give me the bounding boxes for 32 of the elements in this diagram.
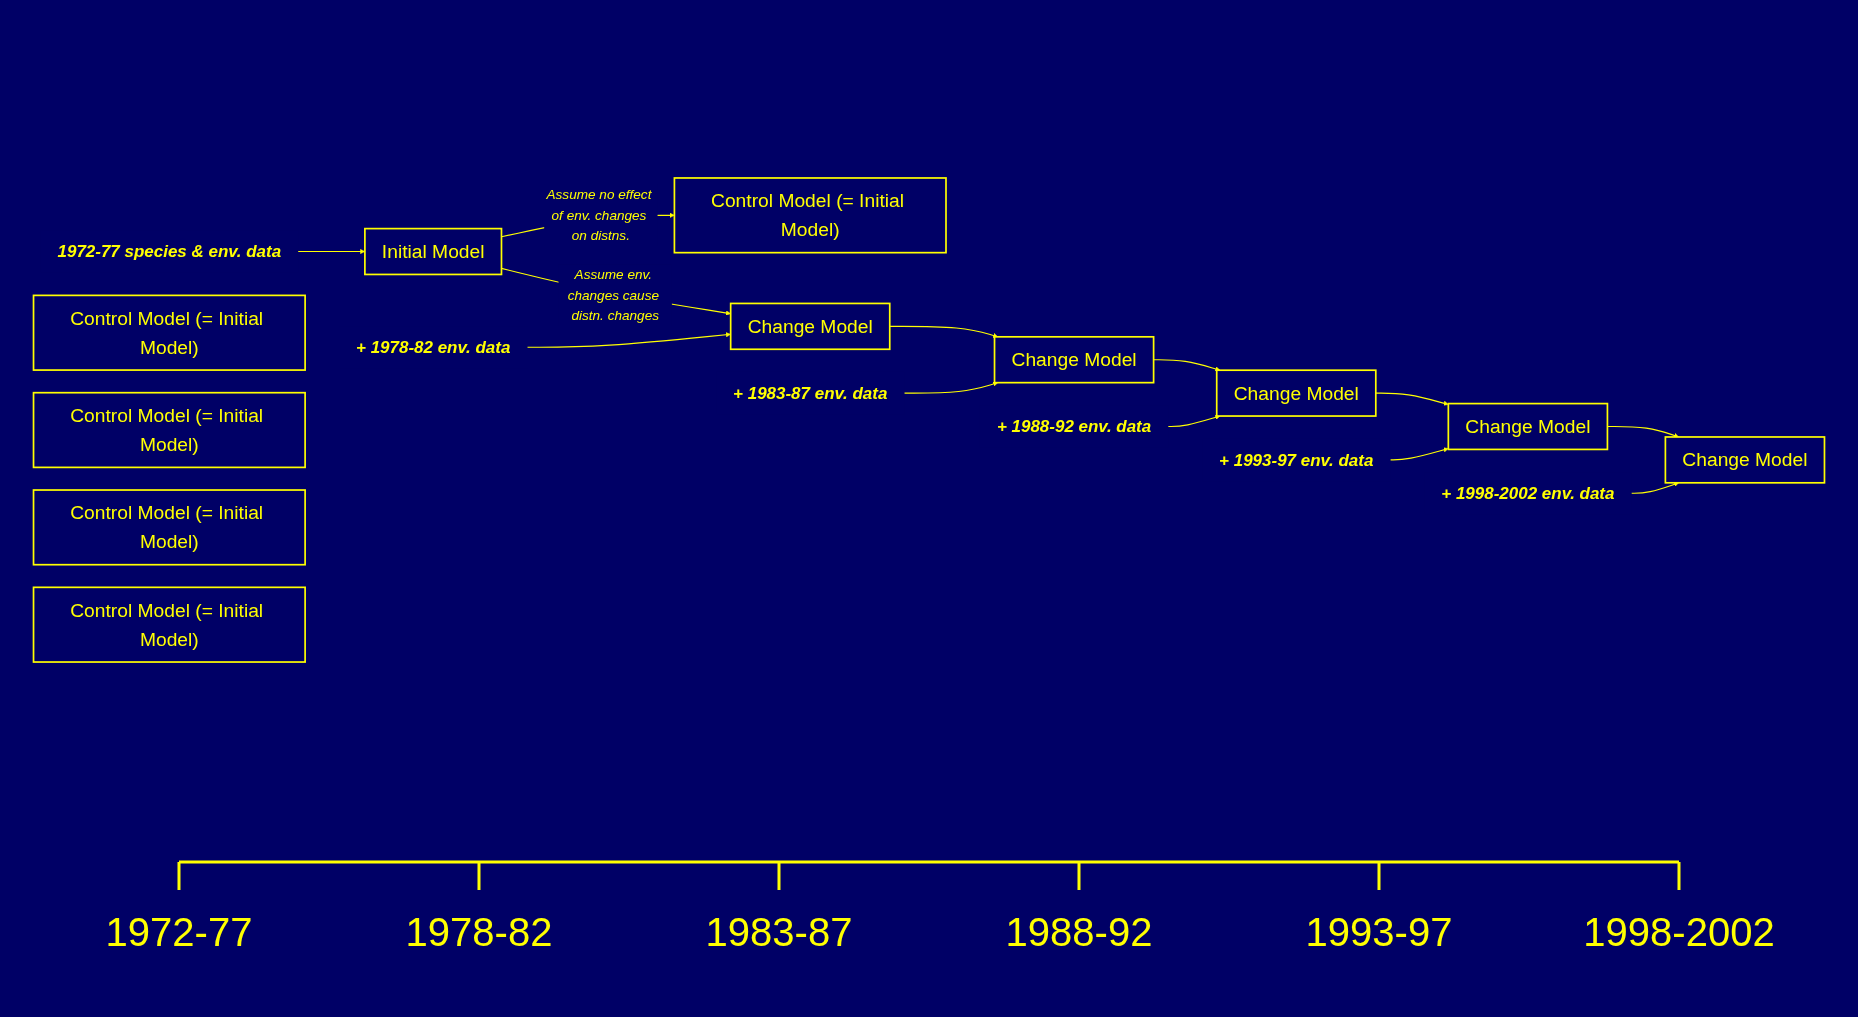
period-label: 1978-82 bbox=[405, 910, 553, 955]
node-text: + 1988-92 env. data bbox=[996, 417, 1152, 436]
period-label: 1988-92 bbox=[1005, 910, 1153, 955]
period-label: 1993-97 bbox=[1305, 910, 1453, 955]
arrow bbox=[526, 332, 731, 348]
node-box: Change Model bbox=[1215, 369, 1377, 417]
node-box: Control Model (= Initial Model) bbox=[32, 489, 306, 566]
edge-label: Assume env. changes cause distn. changes bbox=[567, 266, 660, 323]
node-box: Control Model (= Initial Model) bbox=[673, 177, 947, 254]
node-box: Control Model (= Initial Model) bbox=[32, 391, 306, 469]
arrow bbox=[1630, 481, 1679, 494]
arrow bbox=[889, 325, 999, 338]
period-label: 1998-2002 bbox=[1583, 910, 1775, 955]
arrow bbox=[1153, 359, 1221, 372]
arrow bbox=[1375, 392, 1449, 406]
period-label: 1972-77 bbox=[105, 910, 253, 955]
node-text: + 1993-97 env. data bbox=[1219, 450, 1374, 470]
arrow bbox=[1167, 414, 1221, 428]
node-text: + 1983-87 env. data bbox=[733, 383, 888, 403]
node-box: Control Model (= Initial Model) bbox=[32, 586, 306, 663]
arrow bbox=[1389, 447, 1449, 461]
node-box: Control Model (= Initial Model) bbox=[32, 294, 306, 371]
node-box: Change Model bbox=[1447, 402, 1609, 451]
node-text: + 1998-2002 env. data bbox=[1441, 483, 1615, 503]
node-box: Initial Model bbox=[364, 227, 503, 276]
edge-label: Assume no effect of env. changes on distns. bbox=[546, 187, 652, 244]
node-text: + 1978-82 env. data bbox=[356, 337, 511, 357]
node-box: Change Model bbox=[1664, 436, 1826, 484]
node-text: 1972-77 species & env. data bbox=[57, 242, 282, 261]
node-box: Change Model bbox=[993, 335, 1155, 384]
node-box: Change Model bbox=[729, 302, 891, 351]
period-label: 1983-87 bbox=[705, 910, 853, 955]
